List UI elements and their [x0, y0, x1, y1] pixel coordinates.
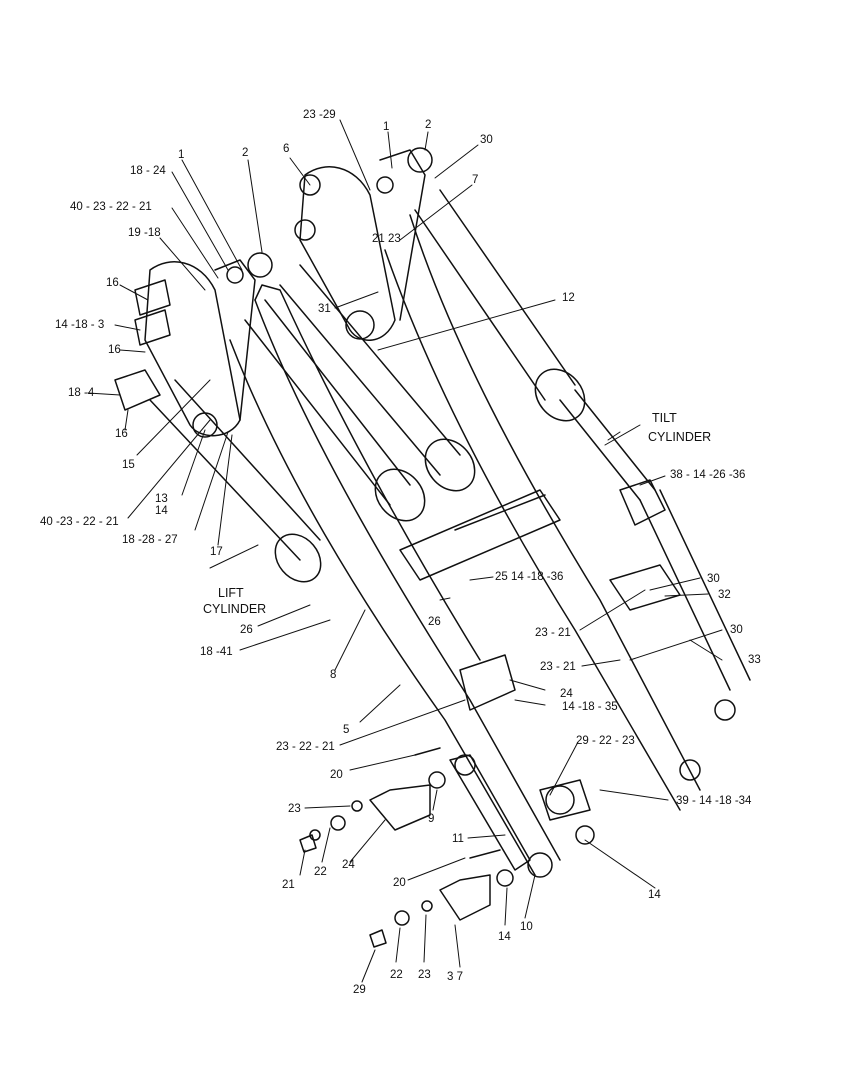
upper-bracket-left	[144, 252, 273, 438]
callout-26a: 26	[240, 624, 253, 636]
callout-14b: 14	[648, 889, 661, 901]
callout-14-18-35: 14 -18 - 35	[562, 701, 618, 713]
pin-24-assembly	[299, 747, 446, 853]
pin-37-assembly	[369, 849, 514, 948]
callout-17: 17	[210, 546, 223, 558]
callout-2b: 2	[242, 147, 248, 159]
callout-23-29: 23 -29	[303, 109, 336, 121]
lift-cylinder-left	[149, 299, 426, 583]
callout-38: 38 - 14 -26 -36	[670, 469, 745, 481]
callout-30b: 30	[707, 573, 720, 585]
callout-1a: 1	[383, 121, 389, 133]
callout-23b: 23	[418, 969, 431, 981]
callout-24b: 24	[342, 859, 355, 871]
callout-31: 31	[318, 303, 331, 315]
callout-18-41: 18 -41	[200, 646, 233, 658]
callout-14-18-3: 14 -18 - 3	[55, 319, 104, 331]
callout-13: 13	[155, 493, 168, 505]
bottom-link-assembly	[449, 654, 595, 878]
callout-10: 10	[520, 921, 533, 933]
callout-21: 21	[282, 879, 295, 891]
callout-1b: 1	[178, 149, 184, 161]
lift-arm-left	[229, 284, 561, 876]
callout-23-22-21: 23 - 22 - 21	[276, 741, 335, 753]
callout-29: 29	[353, 984, 366, 996]
label-cylinder-lift: CYLINDER	[203, 602, 266, 616]
link-plates-left	[114, 279, 171, 411]
callout-40b: 40 -23 - 22 - 21	[40, 516, 119, 528]
callout-19-18: 19 -18	[128, 227, 161, 239]
callout-24a: 24	[560, 688, 573, 700]
tilt-cylinder	[414, 189, 656, 501]
callout-2a: 2	[425, 119, 431, 131]
callout-20b: 20	[393, 877, 406, 889]
callout-16a: 16	[106, 277, 119, 289]
callout-23-21b: 23 - 21	[540, 661, 576, 673]
callout-6: 6	[283, 143, 289, 155]
callout-16b: 16	[108, 344, 121, 356]
lift-cylinder-right	[279, 264, 476, 492]
callout-23-21a: 23 - 21	[535, 627, 571, 639]
callout-20a: 20	[330, 769, 343, 781]
callout-7: 7	[472, 174, 478, 186]
callout-18-4: 18 -4	[68, 387, 95, 399]
label-tilt: TILT	[652, 411, 677, 425]
callout-11: 11	[452, 833, 464, 845]
callout-32: 32	[718, 589, 731, 601]
callout-8: 8	[330, 669, 336, 681]
leader-lines	[87, 119, 723, 983]
callout-21-23: 21 23	[372, 233, 401, 245]
label-cylinder-tilt: CYLINDER	[648, 430, 711, 444]
callout-25: 25 14 -18 -36	[495, 571, 563, 583]
callout-22a: 22	[314, 866, 327, 878]
lift-arm-right	[384, 214, 701, 811]
callout-23a: 23	[288, 803, 301, 815]
callout-16c: 16	[115, 428, 128, 440]
callout-33: 33	[748, 654, 761, 666]
callout-5: 5	[343, 724, 349, 736]
callout-22b: 22	[390, 969, 403, 981]
cross-member	[399, 489, 561, 581]
label-lift: LIFT	[218, 586, 244, 600]
callout-9: 9	[428, 813, 434, 825]
callout-18-24: 18 - 24	[130, 165, 166, 177]
callout-18-28-27: 18 -28 - 27	[122, 534, 178, 546]
callout-29-22-23: 29 - 22 - 23	[576, 735, 635, 747]
part-callouts: 23 -29 1 2 30 6 7 21 23 31 12 18 - 24 1 …	[40, 109, 761, 996]
callout-14a: 14	[155, 505, 168, 517]
callout-26b: 26	[428, 616, 441, 628]
callout-40a: 40 - 23 - 22 - 21	[70, 201, 152, 213]
callout-14c: 14	[498, 931, 511, 943]
upper-bracket-right	[294, 147, 433, 341]
callout-37: 3 7	[447, 971, 463, 983]
callout-30c: 30	[730, 624, 743, 636]
callout-15: 15	[122, 459, 135, 471]
callout-39: 39 - 14 -18 -34	[676, 795, 752, 807]
callout-30a: 30	[480, 134, 493, 146]
callout-12: 12	[562, 292, 575, 304]
